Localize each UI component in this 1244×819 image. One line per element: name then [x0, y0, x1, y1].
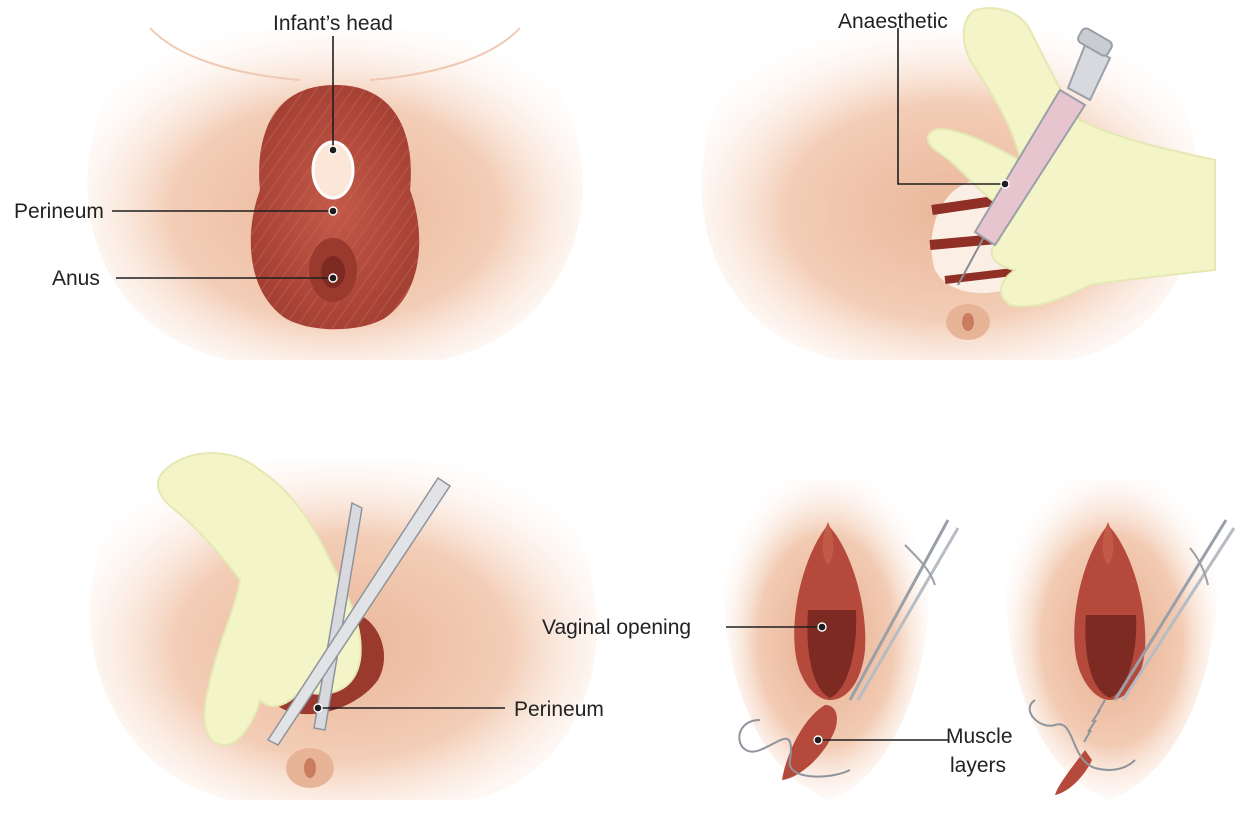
panel-crowning: Infant’s head Perineum Anus [14, 12, 583, 360]
label-muscle-layers-2: layers [950, 754, 1006, 777]
panel-repair: Vaginal opening Muscle layers [542, 480, 1234, 800]
label-vaginal-opening: Vaginal opening [542, 616, 691, 639]
label-perineum-incision: Perineum [514, 698, 604, 721]
label-muscle-layers-1: Muscle [946, 725, 1013, 748]
marker-anus [329, 274, 337, 282]
anus-ring-inner [321, 256, 345, 288]
panel-incision: Perineum [90, 453, 604, 800]
marker-muscle-layers [814, 736, 822, 744]
marker-perineum-top [329, 207, 337, 215]
anus-3-center [304, 758, 316, 778]
label-anaesthetic: Anaesthetic [838, 10, 948, 33]
marker-infant-head [329, 146, 337, 154]
marker-vaginal-opening [818, 623, 826, 631]
label-perineum-top: Perineum [14, 200, 104, 223]
label-anus: Anus [52, 267, 100, 290]
label-infant-head: Infant’s head [273, 12, 393, 35]
panel-anaesthetic: Anaesthetic [702, 8, 1215, 360]
anus-2-center [962, 313, 974, 331]
marker-anaesthetic [1001, 180, 1009, 188]
marker-perineum-incision [314, 704, 322, 712]
